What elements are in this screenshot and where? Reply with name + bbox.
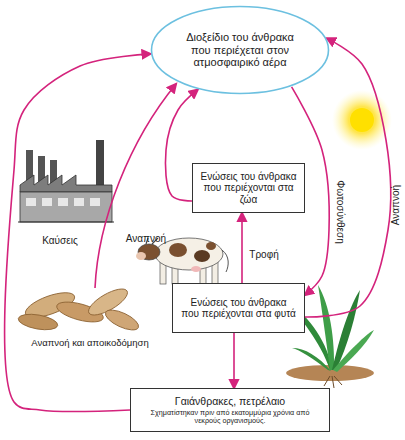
plant-roots (324, 376, 342, 388)
leaves-illustration (17, 284, 141, 334)
animal-carbon-box: Ενώσεις του άνθρακα που περιέχονται στα … (192, 163, 305, 213)
plant-carbon-box: Ενώσεις του άνθρακα που περιέχονται στα … (172, 283, 305, 333)
process-label: Αναπνοή και αποικοδόμηση (31, 338, 149, 348)
node-title: Γαιάνθρακες, πετρέλαιο (175, 395, 285, 407)
edge-label: Αναπνοή (390, 185, 401, 225)
factory-building (20, 192, 112, 222)
cow-muzzle (136, 252, 146, 260)
factory-window (58, 198, 68, 206)
factory-window (90, 198, 100, 206)
dead-leaf (103, 306, 142, 334)
edge-label: Φωτοσύνθεση (335, 180, 346, 243)
process-label: Καύσεις (42, 235, 77, 246)
node-note: Σχηματίστηκαν πριν από εκατομμύρια χρόνι… (137, 409, 323, 426)
flow-arrow (305, 38, 391, 317)
factory-window (26, 198, 36, 206)
cow-spot (169, 243, 187, 257)
edge-label: Τροφή (249, 249, 278, 260)
atmosphere-ellipse: Διοξείδιο του άνθρακα που περιέχεται στο… (150, 5, 330, 95)
node-title: Διοξείδιο του άνθρακα που περιέχεται στο… (184, 31, 296, 69)
node-title: Ενώσεις του άνθρακα που περιέχονται στα … (197, 171, 300, 206)
factory-illustration (18, 140, 114, 222)
sun-disc (350, 108, 374, 132)
cow-udder (191, 266, 201, 272)
edge-label: Αναπνοή (126, 233, 166, 244)
cow-illustration (136, 238, 228, 284)
flow-arrow (233, 333, 235, 388)
factory-window (42, 198, 52, 206)
plant-leaf (292, 348, 331, 371)
node-title: Ενώσεις του άνθρακα που περιέχονται στα … (181, 297, 296, 320)
ground-line (18, 222, 114, 223)
chimney (96, 140, 104, 190)
dead-leaf (17, 312, 59, 333)
plant-leaf (318, 285, 334, 370)
plant-leaf (333, 330, 374, 372)
factory-roof (20, 175, 112, 192)
cow-spot (206, 242, 216, 250)
ellipse-outline (152, 7, 329, 94)
factory-window (74, 198, 84, 206)
cow-tail (222, 250, 228, 272)
cow-spot (194, 250, 210, 262)
fossil-fuel-box: Γαιάνθρακες, πετρέλαιοΣχηματίστηκαν πριν… (130, 388, 330, 432)
flow-arrow (241, 213, 243, 283)
